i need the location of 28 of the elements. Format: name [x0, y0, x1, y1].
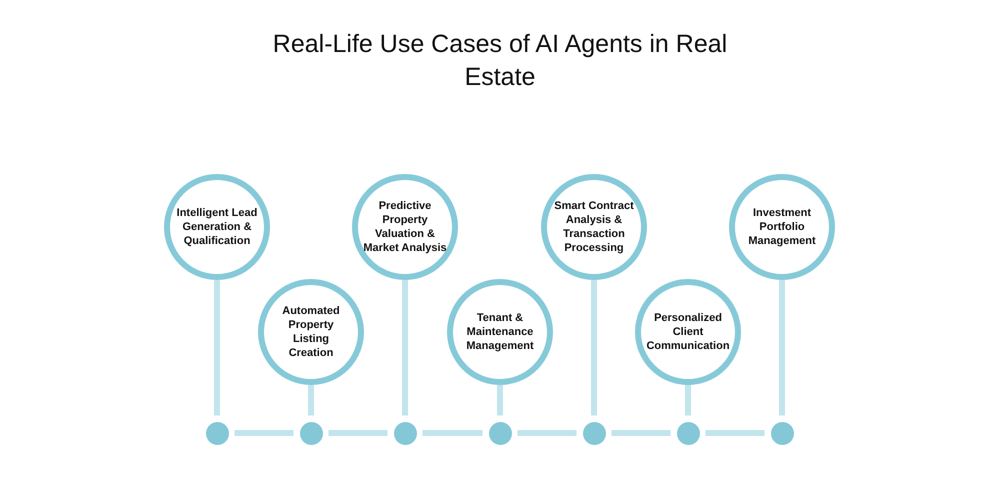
timeline-dot [676, 422, 700, 444]
timeline-line [706, 430, 764, 436]
connector-line [214, 280, 220, 416]
timeline-line [518, 430, 576, 436]
connector-line [685, 385, 691, 416]
timeline-dot [582, 422, 606, 444]
use-case-label: Intelligent Lead Generation & Qualification [176, 206, 258, 248]
use-case-label: Predictive Property Valuation & Market Analysis [362, 199, 448, 255]
connector-line [308, 385, 314, 416]
timeline-line [612, 430, 670, 436]
timeline-dot [300, 422, 322, 444]
use-case-label: Tenant & Maintenance Management [465, 311, 535, 353]
timeline-dot [394, 422, 416, 444]
connector-line [497, 385, 503, 416]
connector-line [591, 280, 597, 416]
title: Real-Life Use Cases of AI Agents in Real Estate [272, 29, 728, 93]
timeline-dot [488, 422, 512, 444]
use-case-label: Personalized Client Communication [645, 311, 731, 353]
use-case-label: Investment Portfolio Management [747, 206, 817, 248]
timeline-dot [206, 422, 228, 444]
timeline-line [234, 430, 294, 436]
connector-line [779, 280, 785, 416]
timeline-dot [770, 422, 794, 444]
timeline-line [328, 430, 388, 436]
use-case-label: Automated Property Listing Creation [281, 304, 341, 360]
use-case-label: Smart Contract Analysis & Transaction Processing [553, 199, 635, 255]
connector-line [402, 280, 408, 416]
timeline-line [422, 430, 482, 436]
